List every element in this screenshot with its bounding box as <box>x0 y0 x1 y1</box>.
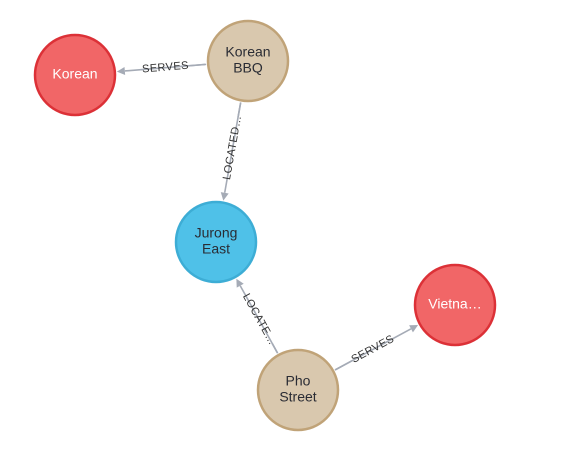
relationship-pho-located-jurong[interactable]: LOCATE… <box>236 278 279 354</box>
relationship-line[interactable] <box>239 285 278 353</box>
node-circle[interactable] <box>206 19 290 103</box>
node-circle[interactable] <box>256 348 340 432</box>
node-vietnamese[interactable]: Vietna… <box>413 263 497 347</box>
edges-layer: SERVES LOCATED… LOCATE… SERVES <box>116 60 419 371</box>
relationship-label: SERVES <box>349 333 396 366</box>
relationship-label: SERVES <box>142 60 190 76</box>
relationship-line[interactable] <box>124 63 206 72</box>
node-korean[interactable]: Korean <box>33 33 117 117</box>
relationship-label: LOCATE… <box>240 292 278 348</box>
arrow-head-icon <box>220 192 229 201</box>
arrow-head-icon <box>116 66 126 75</box>
relationship-pho-serves-viet[interactable]: SERVES <box>334 324 419 371</box>
relationship-bbq-located-jurong[interactable]: LOCATED… <box>220 102 244 201</box>
relationship-label: LOCATED… <box>221 114 244 180</box>
arrow-head-icon <box>409 324 419 333</box>
relationship-line[interactable] <box>335 328 412 371</box>
node-circle[interactable] <box>413 263 497 347</box>
arrow-head-icon <box>236 278 244 288</box>
node-circle[interactable] <box>33 33 117 117</box>
relationship-bbq-serves-korean[interactable]: SERVES <box>116 60 207 76</box>
node-circle[interactable] <box>174 200 258 284</box>
relationship-line[interactable] <box>223 103 242 193</box>
